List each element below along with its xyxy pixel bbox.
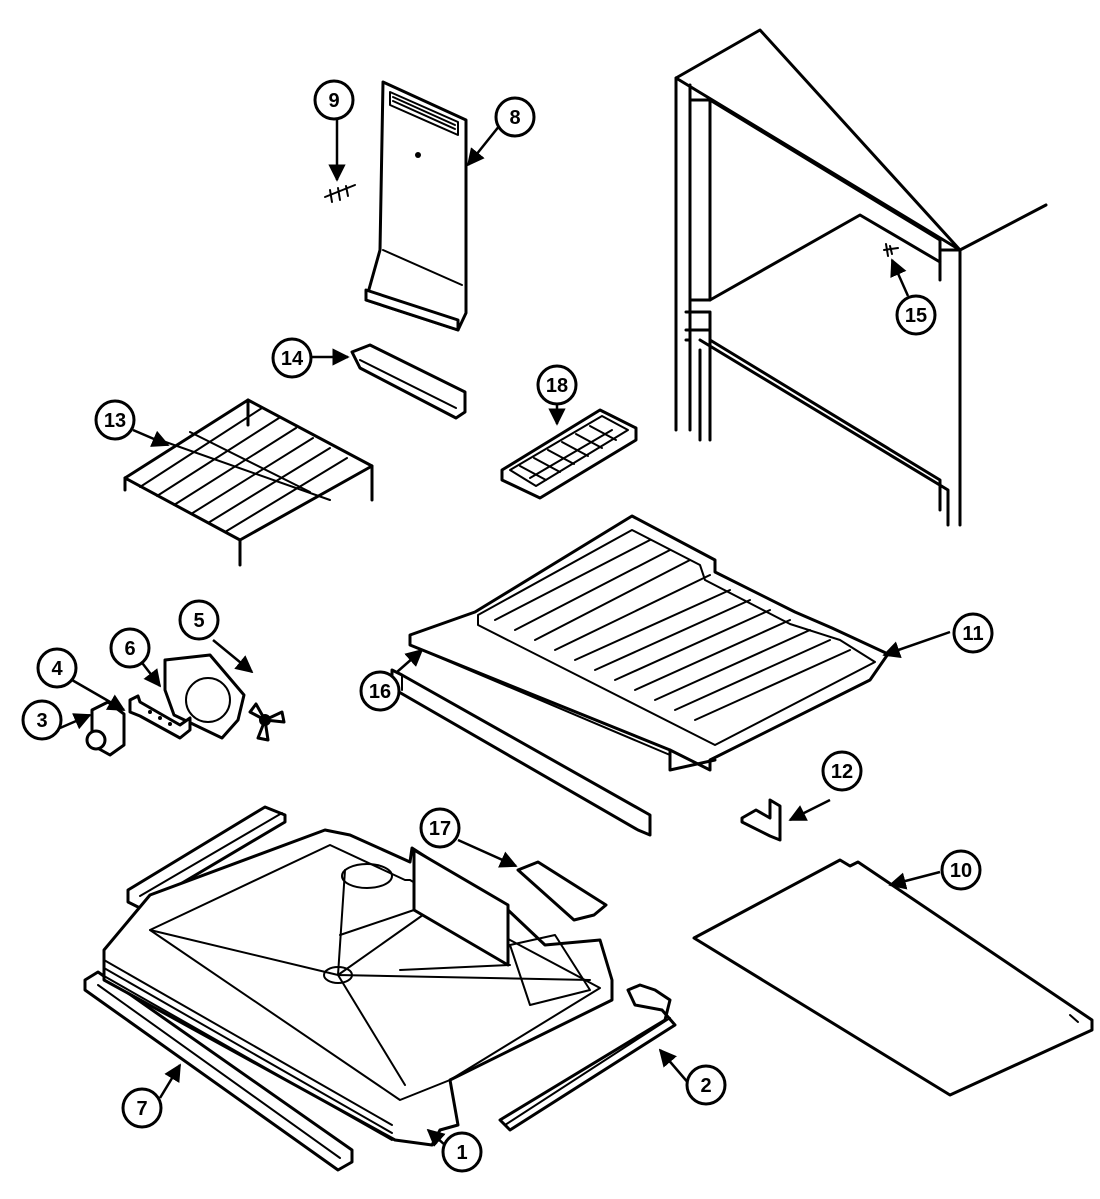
callout-7: 7 — [121, 1087, 163, 1129]
part-13-wire-shelf — [123, 398, 374, 567]
callout-circle — [952, 612, 994, 654]
callout-circle — [419, 807, 461, 849]
callout-circle — [359, 670, 401, 712]
callout-circle — [313, 79, 355, 121]
part-4-bracket — [128, 694, 192, 740]
part-1-base-pan — [102, 828, 614, 1147]
callout-15: 15 — [895, 294, 937, 336]
callout-13: 13 — [94, 399, 136, 441]
callout-circle — [494, 96, 536, 138]
part-15-screw — [883, 243, 899, 257]
callout-9: 9 — [313, 79, 355, 121]
part-18-ice-tray — [500, 408, 638, 500]
callout-number: 7 — [136, 1098, 147, 1120]
callout-circle — [536, 364, 578, 406]
callout-circle — [895, 294, 937, 336]
part-17-cover-plate — [516, 860, 608, 922]
part-6-fan-shroud — [163, 653, 246, 740]
part-10-panel — [692, 858, 1094, 1097]
callout-3: 3 — [21, 699, 63, 741]
upper-rail — [126, 805, 287, 910]
part-3-motor — [85, 700, 126, 757]
callout-number: 15 — [905, 305, 927, 327]
callout-circle — [21, 699, 63, 741]
callout-circle — [271, 337, 313, 379]
callout-12: 12 — [821, 750, 863, 792]
callout-number: 11 — [962, 623, 983, 645]
callout-11: 11 — [952, 612, 994, 654]
callout-circle — [36, 647, 78, 689]
callout-circle — [178, 599, 220, 641]
callout-10: 10 — [940, 849, 982, 891]
part-8-air-duct-cover — [364, 80, 468, 332]
callout-circle — [685, 1064, 727, 1106]
callout-number: 3 — [36, 710, 47, 732]
leader-lines — [59, 118, 951, 1147]
callout-number: 8 — [509, 107, 520, 129]
callout-4: 4 — [36, 647, 78, 689]
callout-number: 6 — [124, 638, 135, 660]
callout-circle — [821, 750, 863, 792]
callout-14: 14 — [271, 337, 313, 379]
callout-number: 5 — [193, 610, 204, 632]
callout-number: 18 — [546, 375, 568, 397]
callout-number: 1 — [456, 1142, 467, 1164]
callout-number: 9 — [328, 90, 339, 112]
callout-16: 16 — [359, 670, 401, 712]
part-14-seal-strip — [350, 343, 467, 420]
callout-18: 18 — [536, 364, 578, 406]
callout-circle — [94, 399, 136, 441]
callout-number: 14 — [281, 348, 304, 370]
callout-number: 12 — [831, 761, 853, 783]
part-9-screw — [324, 184, 356, 203]
callout-circle — [940, 849, 982, 891]
part-5-fan-blade — [248, 702, 286, 742]
part-2-side-rail — [498, 983, 677, 1132]
part-12-clip — [740, 798, 782, 842]
callout-2: 2 — [685, 1064, 727, 1106]
callout-1: 1 — [441, 1131, 483, 1173]
callout-circle — [121, 1087, 163, 1129]
callout-number: 17 — [429, 818, 451, 840]
part-11-shelf-frame — [408, 514, 890, 772]
callout-5: 5 — [178, 599, 220, 641]
callout-number: 13 — [104, 410, 126, 432]
refrigerator-cabinet — [674, 28, 1048, 527]
callout-17: 17 — [419, 807, 461, 849]
callout-number: 16 — [369, 681, 391, 703]
callout-number: 4 — [51, 658, 63, 680]
callout-8: 8 — [494, 96, 536, 138]
callout-number: 10 — [950, 860, 972, 882]
callout-6: 6 — [109, 627, 151, 669]
part-7-rail — [83, 970, 354, 1172]
callout-circle — [441, 1131, 483, 1173]
callout-circle — [109, 627, 151, 669]
callout-number: 2 — [700, 1075, 711, 1097]
